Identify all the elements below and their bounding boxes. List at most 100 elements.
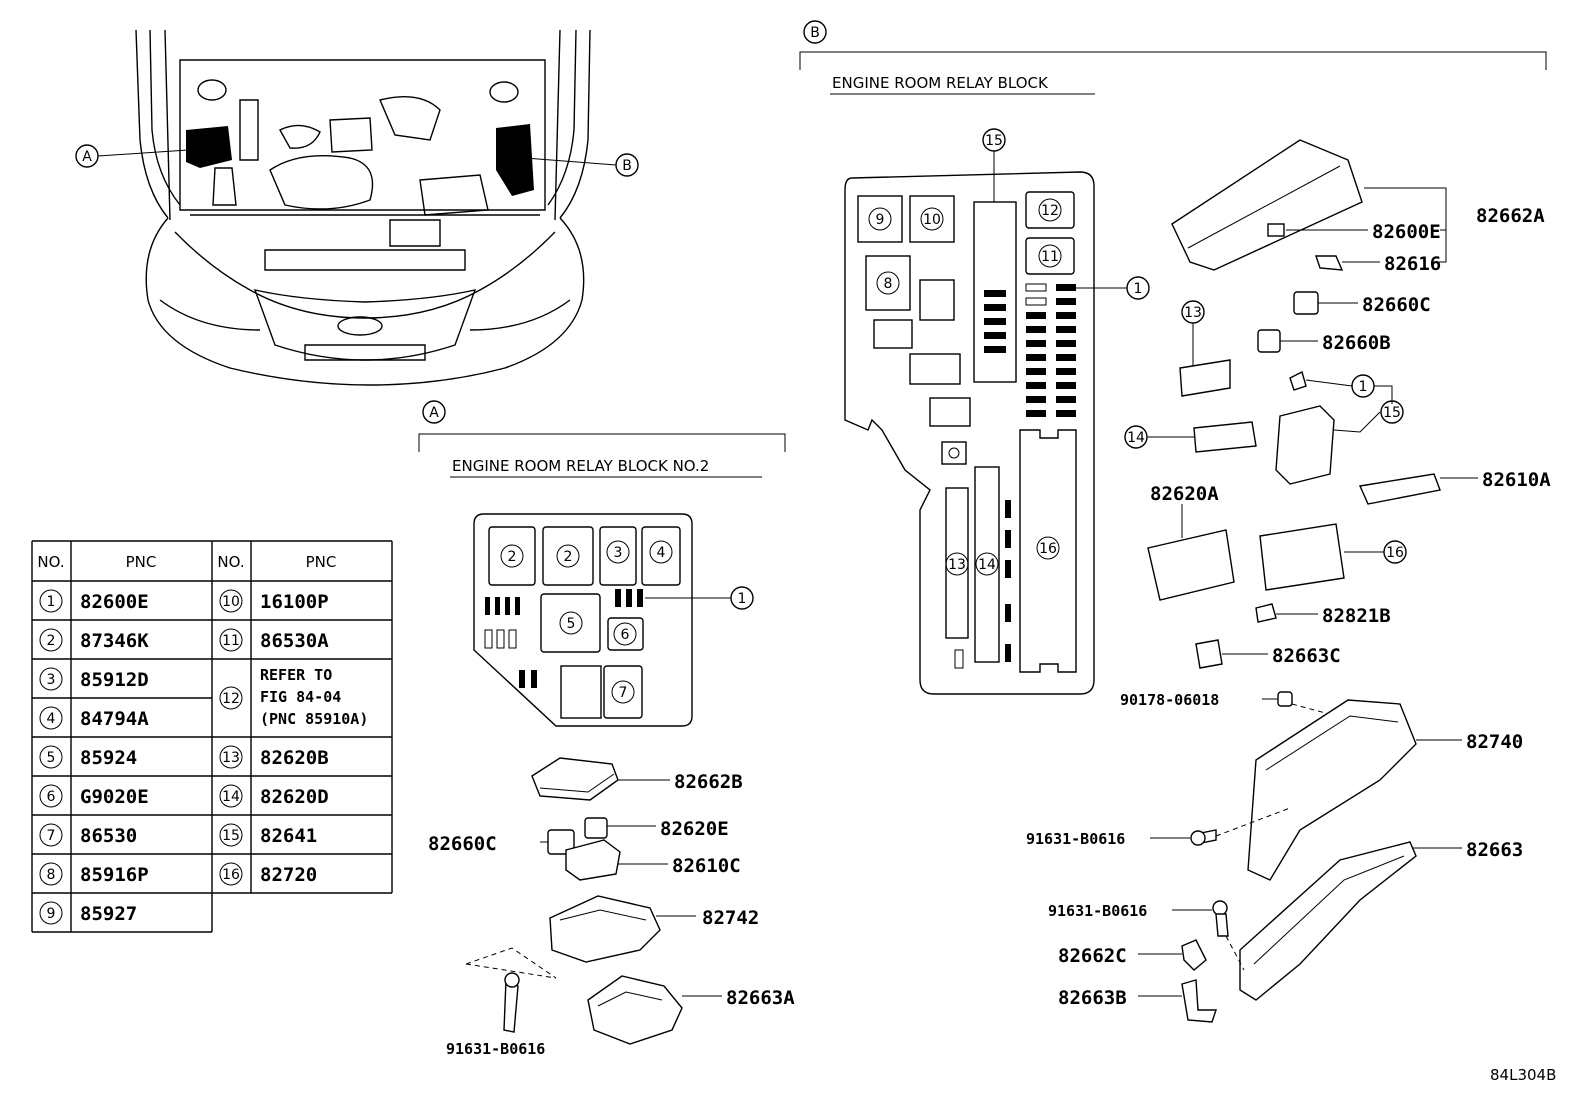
table-header-no-right: NO. (217, 553, 244, 571)
svg-text:14: 14 (978, 557, 996, 573)
table-row: 1 82600E (39, 589, 149, 613)
part-label: 82600E (1372, 221, 1441, 243)
part-label: 82620E (660, 818, 729, 840)
table-header-pnc-right: PNC (306, 553, 337, 571)
table-header-no-left: NO. (37, 553, 64, 571)
car-callout-b: B (524, 153, 639, 177)
part-label: 91631-B0616 (1026, 830, 1125, 848)
svg-text:3: 3 (614, 545, 623, 561)
part-label: 82663A (726, 987, 795, 1009)
svg-text:A: A (429, 405, 439, 421)
part-label: 82662B (674, 771, 743, 793)
svg-text:16: 16 (1039, 541, 1057, 557)
svg-text:2: 2 (564, 549, 573, 565)
part-label: 82662A (1476, 205, 1545, 227)
svg-text:4: 4 (657, 545, 666, 561)
svg-text:1: 1 (47, 594, 56, 610)
svg-text:13: 13 (1184, 305, 1202, 321)
svg-text:15: 15 (222, 828, 240, 844)
svg-text:13: 13 (222, 750, 240, 766)
svg-text:85912D: 85912D (80, 669, 149, 691)
svg-text:85927: 85927 (80, 903, 137, 925)
part-label: 82610A (1482, 469, 1551, 491)
svg-text:82600E: 82600E (80, 591, 149, 613)
part-label: 82663C (1272, 645, 1341, 667)
svg-text:6: 6 (621, 627, 630, 643)
part-label: 82742 (702, 907, 759, 929)
relay-block-a-layout: 2 2 3 4 5 6 7 1 (473, 513, 754, 727)
pnc-table: NO. PNC NO. PNC 1 82600E 2 87346K 3 8591… (31, 540, 393, 933)
svg-text:5: 5 (567, 616, 576, 632)
svg-text:85924: 85924 (80, 747, 137, 769)
part-label: 82620A (1150, 483, 1219, 505)
svg-text:7: 7 (47, 828, 56, 844)
svg-text:5: 5 (47, 750, 56, 766)
svg-text:14: 14 (222, 789, 240, 805)
table-row: 8 85916P (39, 862, 149, 886)
parts-a-drawings (465, 757, 722, 1045)
svg-text:1: 1 (1359, 379, 1368, 395)
svg-text:G9020E: G9020E (80, 786, 149, 808)
parts-b-drawings: 13 1 15 14 16 (1124, 139, 1478, 1023)
table-row: 9 85927 (39, 901, 137, 925)
table-row: 4 84794A (39, 706, 149, 730)
svg-text:85916P: 85916P (80, 864, 149, 886)
table-header-pnc-left: PNC (126, 553, 157, 571)
part-labels-b: 82662A 82600E 82616 82660C 82660B 82610A… (1026, 205, 1551, 1009)
svg-text:A: A (82, 149, 92, 165)
part-labels-a: 82662B 82620E 82660C 82610C 82742 82663A… (428, 771, 795, 1058)
part-label: 90178-06018 (1120, 691, 1219, 709)
svg-text:REFER TO: REFER TO (260, 666, 332, 684)
relay-block-b-layout: 9 10 8 12 11 15 (844, 128, 1150, 695)
part-label: 82662C (1058, 945, 1127, 967)
svg-text:2: 2 (47, 633, 56, 649)
section-b-header: B ENGINE ROOM RELAY BLOCK (799, 20, 1547, 95)
svg-text:1: 1 (1134, 281, 1143, 297)
table-row: 14 82620D (219, 784, 329, 808)
part-label: 82660B (1322, 332, 1391, 354)
part-label: 82616 (1384, 253, 1441, 275)
figure-id: 84L304B (1490, 1066, 1556, 1084)
svg-text:(PNC 85910A): (PNC 85910A) (260, 710, 368, 728)
svg-text:82620D: 82620D (260, 786, 329, 808)
svg-text:6: 6 (47, 789, 56, 805)
part-label: 82821B (1322, 605, 1391, 627)
svg-text:3: 3 (47, 672, 56, 688)
svg-text:4: 4 (47, 711, 56, 727)
table-row: 2 87346K (39, 628, 149, 652)
svg-text:87346K: 87346K (80, 630, 149, 652)
svg-text:13: 13 (948, 557, 966, 573)
part-label: 91631-B0616 (1048, 902, 1147, 920)
table-row: 12 REFER TO FIG 84-04 (PNC 85910A) (219, 666, 368, 728)
svg-text:8: 8 (884, 276, 893, 292)
svg-text:10: 10 (222, 594, 240, 610)
svg-text:8: 8 (47, 867, 56, 883)
svg-text:FIG 84-04: FIG 84-04 (260, 688, 341, 706)
table-row: 15 82641 (219, 823, 317, 847)
part-label: 82663 (1466, 839, 1523, 861)
svg-text:1: 1 (738, 591, 747, 607)
svg-text:15: 15 (1383, 405, 1401, 421)
svg-text:B: B (622, 158, 632, 174)
svg-text:12: 12 (222, 691, 240, 707)
car-callout-a: A (75, 144, 189, 168)
svg-text:7: 7 (619, 685, 628, 701)
part-label: 82663B (1058, 987, 1127, 1009)
svg-text:82620B: 82620B (260, 747, 329, 769)
svg-text:11: 11 (1041, 249, 1059, 265)
svg-text:9: 9 (47, 906, 56, 922)
table-row: 7 86530 (39, 823, 137, 847)
svg-text:86530: 86530 (80, 825, 137, 847)
part-label: 91631-B0616 (446, 1040, 545, 1058)
table-row: 3 85912D (39, 667, 149, 691)
svg-text:11: 11 (222, 633, 240, 649)
table-row: 6 G9020E (39, 784, 149, 808)
table-row: 11 86530A (219, 628, 329, 652)
table-row: 5 85924 (39, 745, 137, 769)
svg-text:82720: 82720 (260, 864, 317, 886)
svg-text:9: 9 (876, 212, 885, 228)
engine-bay-illustration (135, 29, 591, 386)
part-label: 82740 (1466, 731, 1523, 753)
section-a-header: A ENGINE ROOM RELAY BLOCK NO.2 (418, 400, 786, 478)
